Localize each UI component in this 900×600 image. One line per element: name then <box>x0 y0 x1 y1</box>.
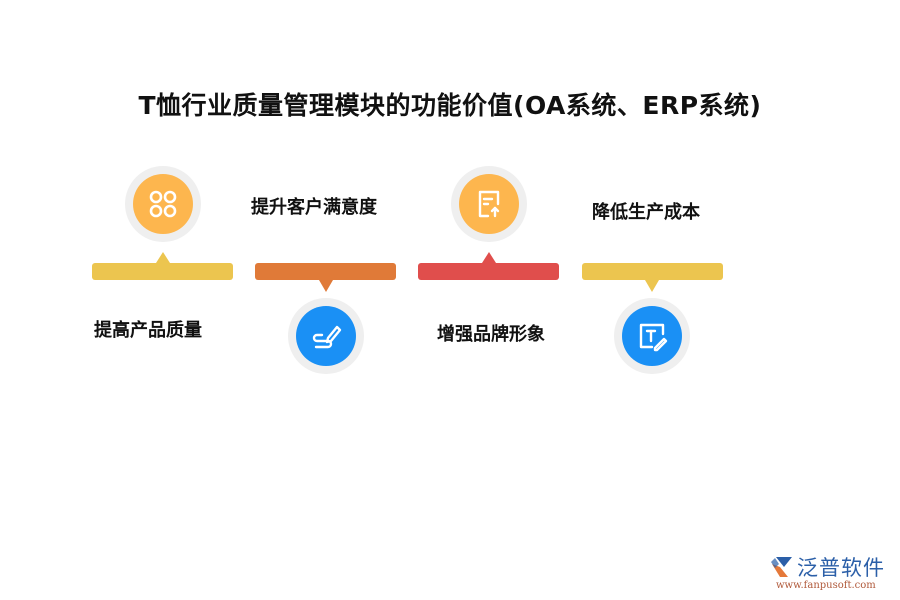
bar-pointer <box>156 252 170 263</box>
icon-ring-satisfaction <box>288 298 364 374</box>
logo-url: www.fanpusoft.com <box>776 580 876 591</box>
bar-pointer <box>645 280 659 292</box>
timeline-bar-4 <box>582 263 723 280</box>
bar-pointer <box>319 280 333 292</box>
item-label-brand: 增强品牌形象 <box>437 324 545 345</box>
brand-logo: 泛普软件 www.fanpusoft.com <box>770 552 895 591</box>
timeline-bar-2 <box>255 263 396 280</box>
logo-name: 泛普软件 <box>797 556 885 580</box>
signature-pen-icon <box>296 306 356 366</box>
apps-grid-icon <box>133 174 193 234</box>
document-upload-icon <box>459 174 519 234</box>
timeline-bar-3 <box>418 263 559 280</box>
icon-ring-cost <box>614 298 690 374</box>
logo-icon <box>771 557 792 577</box>
icon-ring-brand <box>451 166 527 242</box>
item-label-satisfaction: 提升客户满意度 <box>251 197 377 218</box>
item-label-quality: 提高产品质量 <box>94 320 202 341</box>
text-edit-icon <box>622 306 682 366</box>
page-title: T恤行业质量管理模块的功能价值(OA系统、ERP系统) <box>138 91 762 120</box>
bar-pointer <box>482 252 496 263</box>
timeline-bar-1 <box>92 263 233 280</box>
item-label-cost: 降低生产成本 <box>592 202 700 223</box>
icon-ring-quality <box>125 166 201 242</box>
